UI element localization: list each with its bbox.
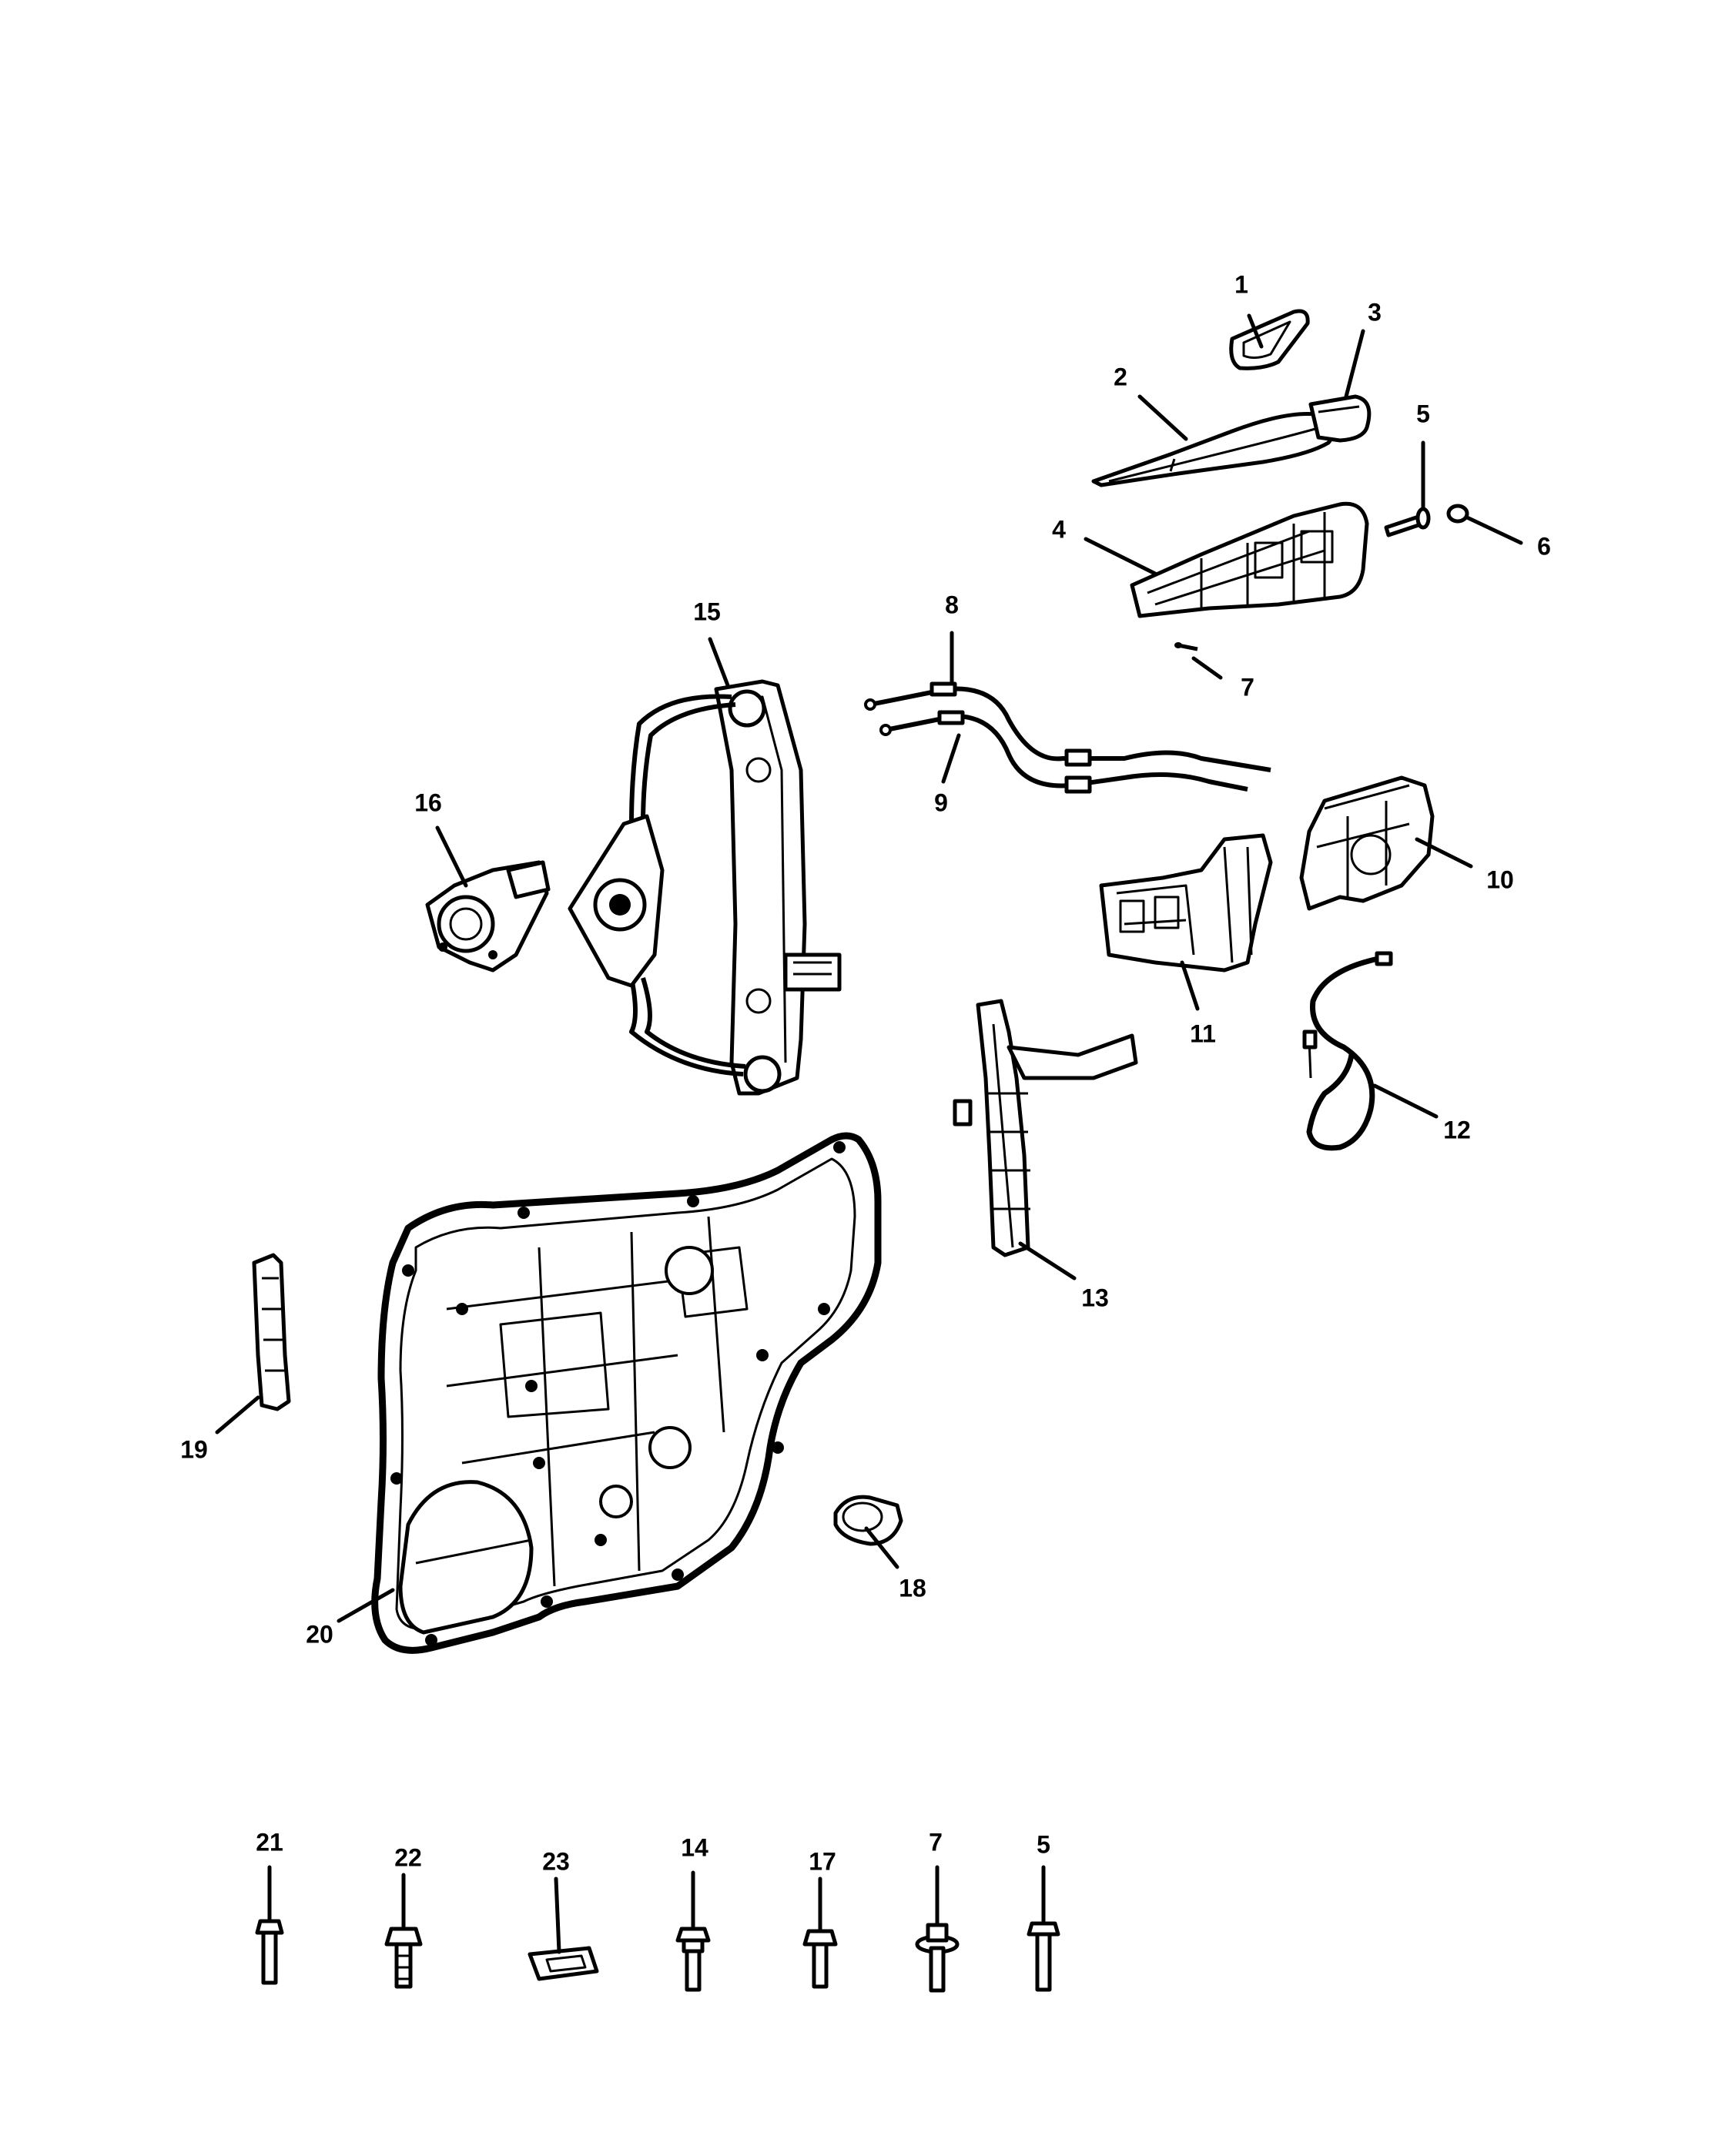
part-20-door-panel: [371, 1132, 882, 1654]
part-8-9-cables: [864, 681, 1271, 794]
part-22-bolt: [384, 1927, 423, 1989]
part-21-bolt: [255, 1919, 284, 1985]
part-11-latch-bracket: [1099, 833, 1273, 973]
part-4-handle-bracket: [1130, 501, 1369, 618]
callout-16: 16: [414, 788, 442, 816]
callout-labels: 1 2 3 4 5 6 7 8 9 10 11 12 13 15 16 18 1…: [180, 270, 1551, 1875]
part-7-bolt: [915, 1923, 960, 1993]
callout-21: 21: [256, 1828, 283, 1856]
part-1-handle-gasket: [1229, 309, 1310, 370]
part-14-bolt: [675, 1927, 711, 1992]
callout-23: 23: [542, 1847, 570, 1875]
callout-3: 3: [1368, 298, 1382, 326]
callout-10: 10: [1486, 865, 1514, 893]
callout-11: 11: [1190, 1019, 1216, 1047]
part-5-bolt: [1027, 1921, 1060, 1992]
callout-5b: 5: [1037, 1830, 1050, 1858]
part-17-bolt: [802, 1929, 838, 1989]
callout-13: 13: [1081, 1284, 1109, 1311]
part-10-door-latch: [1299, 775, 1435, 911]
part-3-handle-cap: [1308, 394, 1372, 443]
part-5-screw: [1384, 507, 1431, 537]
part-16-window-motor: [425, 860, 551, 973]
part-6-plug: [1446, 504, 1469, 524]
callout-7: 7: [1241, 673, 1254, 701]
callout-7b: 7: [929, 1828, 943, 1856]
callout-1: 1: [1234, 270, 1248, 298]
part-13-run-channel: [953, 999, 1138, 1257]
part-23-clip-nut: [528, 1946, 599, 1981]
callout-20: 20: [306, 1620, 333, 1648]
part-12-cable-harness: [1302, 951, 1393, 1151]
callout-5: 5: [1416, 400, 1430, 427]
callout-15: 15: [693, 598, 721, 625]
part-2-outside-handle: [1091, 412, 1338, 487]
leader-lines: [215, 313, 1523, 1954]
callout-2: 2: [1114, 363, 1127, 390]
part-18-grommet: [833, 1495, 903, 1546]
callout-6: 6: [1537, 532, 1551, 560]
callout-12: 12: [1443, 1116, 1471, 1143]
part-19-bracket: [252, 1253, 291, 1411]
part-7-small-screw: [1174, 642, 1198, 651]
callout-22: 22: [394, 1843, 422, 1871]
callout-14: 14: [681, 1833, 708, 1861]
callout-18: 18: [899, 1574, 926, 1602]
callout-4: 4: [1052, 515, 1066, 543]
callout-9: 9: [934, 788, 948, 816]
part-15-window-regulator: [568, 679, 842, 1096]
callout-17: 17: [809, 1847, 836, 1875]
callout-19: 19: [180, 1435, 208, 1463]
callout-8: 8: [945, 591, 959, 618]
